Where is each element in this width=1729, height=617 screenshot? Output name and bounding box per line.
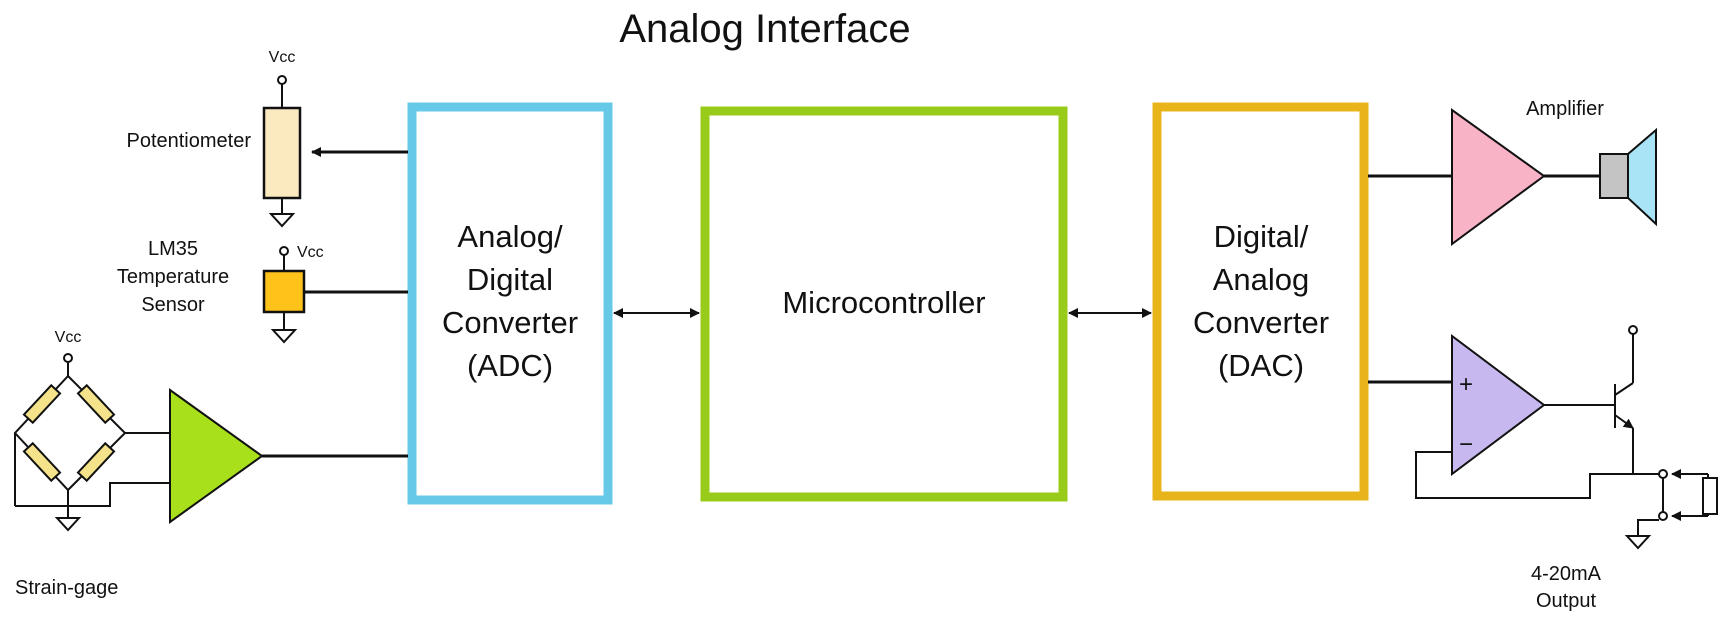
svg-text:Analog: Analog xyxy=(1213,262,1310,297)
speaker-body xyxy=(1599,153,1629,199)
vcc-terminal-temperature-sensor xyxy=(279,246,289,256)
vcc-label-potentiometer: Vcc xyxy=(269,49,296,66)
output-terminal-bottom xyxy=(1658,511,1668,521)
ground-symbol-potentiometer xyxy=(268,213,296,228)
svg-text:Converter: Converter xyxy=(1193,305,1329,340)
microcontroller-block xyxy=(700,106,1068,502)
strain-gage-label: Strain-gage xyxy=(15,577,118,599)
adc-block xyxy=(407,102,613,505)
transistor-collector xyxy=(1614,382,1634,396)
temperature-sensor-label-line3: Sensor xyxy=(141,294,205,316)
svg-text:(ADC): (ADC) xyxy=(467,348,553,383)
current-loop-label-line1: 4-20mA xyxy=(1531,563,1602,585)
ground-symbol-temperature-sensor xyxy=(270,329,298,344)
dac-label: Digital/ Analog Converter (DAC) xyxy=(1193,219,1329,383)
svg-text:Converter: Converter xyxy=(442,305,578,340)
temperature-sensor-body xyxy=(262,269,306,314)
current-loop-output: + − 4-20mA Output xyxy=(1368,325,1718,612)
audio-amplifier: Amplifier xyxy=(1368,98,1657,246)
ground-symbol-strain-gage xyxy=(54,517,82,532)
output-terminal-top xyxy=(1658,469,1668,479)
collector-terminal xyxy=(1628,325,1638,335)
strain-gage-amplifier xyxy=(169,388,264,524)
temperature-sensor: LM35 Temperature Sensor Vcc xyxy=(117,238,324,344)
temperature-sensor-label-line2: Temperature xyxy=(117,266,229,288)
bridge-resistor-1 xyxy=(22,383,62,425)
vcc-terminal-strain-gage xyxy=(63,353,73,363)
amplifier-label: Amplifier xyxy=(1526,98,1604,120)
load-resistor xyxy=(1702,477,1718,515)
vcc-terminal-potentiometer xyxy=(277,75,287,85)
vcc-label-strain-gage: Vcc xyxy=(55,329,82,346)
opamp-minus-sign: − xyxy=(1459,431,1473,458)
potentiometer: Vcc Potentiometer xyxy=(126,49,302,228)
svg-text:Digital/: Digital/ xyxy=(1214,219,1309,254)
temperature-sensor-label-line1: LM35 xyxy=(148,238,198,260)
svg-text:(DAC): (DAC) xyxy=(1218,348,1304,383)
bridge-resistor-3 xyxy=(22,441,62,483)
microcontroller-label: Microcontroller xyxy=(782,285,985,320)
adc-label: Analog/ Digital Converter (ADC) xyxy=(442,219,578,383)
diagram-title: Analog Interface xyxy=(619,7,910,51)
current-loop-label-line2: Output xyxy=(1536,590,1596,612)
potentiometer-label: Potentiometer xyxy=(126,130,251,152)
current-loop-opamp xyxy=(1451,334,1546,476)
speaker-cone xyxy=(1627,127,1657,227)
transistor-emitter xyxy=(1614,414,1634,429)
svg-text:Analog/: Analog/ xyxy=(457,219,563,254)
dac-block xyxy=(1152,102,1369,501)
potentiometer-body xyxy=(262,106,302,200)
opamp-plus-sign: + xyxy=(1459,371,1473,398)
ground-symbol-current-loop xyxy=(1624,535,1652,550)
bridge-resistor-2 xyxy=(76,383,116,425)
vcc-label-temperature-sensor: Vcc xyxy=(297,244,324,261)
svg-text:Digital: Digital xyxy=(467,262,553,297)
bridge-resistor-4 xyxy=(76,441,116,483)
amplifier-triangle xyxy=(1451,108,1546,246)
strain-gage: Vcc Strain-gage xyxy=(13,329,264,599)
bridge-outline xyxy=(13,374,127,492)
